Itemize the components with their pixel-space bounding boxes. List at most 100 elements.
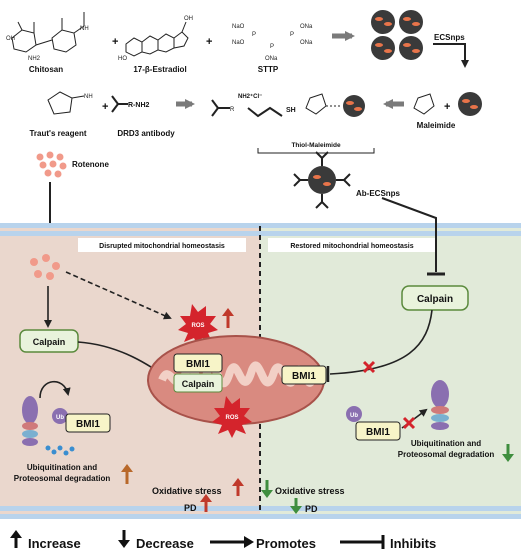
ubiq-right-line2: Proteosomal degradation	[398, 450, 495, 459]
calpain-box-left	[19, 329, 79, 353]
ub-badge-left	[52, 408, 68, 424]
plus-sign-4: +	[444, 101, 450, 113]
calpain-label-right: Calpain	[417, 294, 453, 305]
drd3-label: DRD3 antibody	[117, 129, 175, 138]
calpain-box-mito	[173, 373, 223, 393]
ros-label-top: ROS	[191, 323, 204, 329]
estradiol-label: 17-β-Estradiol	[133, 65, 186, 74]
legend-inhibits-icon	[340, 535, 385, 549]
estradiol-oh-label: OH	[184, 16, 193, 22]
membrane-top	[0, 223, 521, 236]
chitosan-oh-label: OH	[6, 36, 15, 42]
legend-promotes-icon	[210, 536, 254, 548]
ubiq-left-line1: Ubiquitination and	[27, 463, 97, 472]
r-nh2-label: R-NH2	[128, 102, 149, 109]
estradiol-structure	[125, 21, 189, 57]
bmi1-box-mito	[173, 353, 223, 373]
restored-title: Restored mitochondrial homeostasis	[290, 243, 413, 250]
nh2cl-label: NH2⁺Cl⁻	[238, 93, 262, 100]
decrease-arrow-ox-right	[261, 480, 273, 498]
bmi1-label-left: BMI1	[76, 419, 100, 430]
maleimide-conjugate	[305, 93, 340, 115]
ubiq-right-line1: Ubiquitination and	[411, 439, 481, 448]
ros-burst-top	[178, 304, 218, 346]
ecsnps-label: ECSnps	[434, 33, 465, 42]
maleimide-label: Maleimide	[417, 121, 456, 130]
rotenone-to-ros-arrow	[65, 271, 172, 320]
sttp-nao-1: NaO	[232, 24, 245, 30]
sttp-p-2: P	[270, 44, 274, 50]
proteasome-left	[22, 396, 38, 446]
bmi1-box-mito-right	[281, 365, 327, 385]
trauts-label: Traut's reagent	[29, 129, 86, 138]
sttp-p-3: P	[290, 32, 294, 38]
rotenone-particles	[36, 151, 67, 178]
calpain-label-left: Calpain	[33, 337, 66, 347]
sttp-structure: NaO NaO P P P ONa ONa ONa	[232, 24, 313, 62]
legend-promotes-label: Promotes	[256, 536, 316, 551]
sttp-label: STTP	[258, 65, 279, 74]
plus-sign-2: +	[206, 36, 212, 48]
ub-label-right: Ub	[350, 413, 358, 419]
legend-decrease-icon	[118, 530, 130, 548]
ox-stress-left: Oxidative stress	[152, 486, 222, 496]
estradiol-ho-label: HO	[118, 56, 127, 62]
ab-ecsnps-icon	[293, 151, 351, 209]
bmi1-box-left	[65, 413, 111, 433]
decrease-arrow-ubiq-right	[502, 444, 514, 462]
np-maleimide	[458, 92, 482, 116]
sh-label: SH	[286, 107, 296, 114]
rotenone-label: Rotenone	[72, 160, 109, 169]
degradation-fragments-left	[45, 445, 75, 456]
calpain-box-right	[401, 285, 469, 311]
legend-decrease-label: Decrease	[136, 536, 194, 551]
pd-left: PD	[184, 503, 197, 513]
sttp-ona-1: ONa	[300, 24, 313, 30]
trauts-nh-label: NH	[84, 94, 93, 100]
calpain-label-mito: Calpain	[182, 379, 215, 389]
restored-title-box	[268, 238, 436, 252]
sttp-ona-3: ONa	[265, 56, 278, 62]
ubiq-left-line2: Proteosomal degradation	[14, 474, 111, 483]
plus-sign-3: +	[102, 101, 108, 113]
intracellular-rotenone	[30, 254, 60, 280]
plus-sign-1: +	[112, 36, 118, 48]
pd-right: PD	[305, 504, 318, 514]
block-cross-1	[362, 360, 376, 374]
bmi1-label-mito-right: BMI1	[292, 371, 316, 382]
chitosan-label: Chitosan	[29, 65, 63, 74]
increase-arrow-ros	[222, 308, 234, 328]
disrupted-title: Disrupted mitochondrial homeostasis	[99, 243, 225, 250]
trauts-reagent-structure	[47, 91, 85, 115]
legend-inhibits-label: Inhibits	[390, 536, 436, 551]
ros-label-bottom: ROS	[225, 415, 238, 421]
conjugate-r-label: R	[230, 107, 235, 113]
bmi1-box-right	[355, 421, 401, 441]
ub-badge-right	[346, 406, 362, 422]
ab-ecsnps-inhibit-line	[381, 197, 437, 272]
legend: Increase Decrease Promotes Inhibits	[10, 530, 436, 551]
block-cross-2	[402, 416, 416, 430]
ros-burst-bottom	[212, 396, 252, 438]
antibody-icon	[111, 95, 128, 113]
ab-ecsnps-label: Ab-ECSnps	[356, 189, 401, 198]
increase-arrow-ubiq	[121, 464, 133, 484]
np-conjugate-middle	[343, 95, 365, 117]
ecsnps-flow-arrow	[433, 43, 469, 68]
maleimide-structure	[413, 93, 435, 115]
disrupted-title-box	[78, 238, 246, 252]
proteasome-right	[431, 380, 449, 430]
chitosan-nh2-label: NH2	[28, 56, 41, 62]
ecsnps-cluster	[371, 10, 423, 60]
calpain-to-bmi1-inhibit	[329, 309, 433, 375]
antibody-conjugate-icon	[211, 99, 283, 118]
decrease-arrow-pd-right	[290, 498, 302, 514]
legend-increase-icon	[10, 530, 22, 548]
sttp-ona-2: ONa	[300, 40, 313, 46]
bmi1-label-mito: BMI1	[186, 359, 210, 370]
bmi1-to-proteasome-curve	[39, 380, 71, 399]
increase-arrow-pd-left	[200, 494, 212, 512]
chitosan-nh-label: NH	[80, 26, 89, 32]
